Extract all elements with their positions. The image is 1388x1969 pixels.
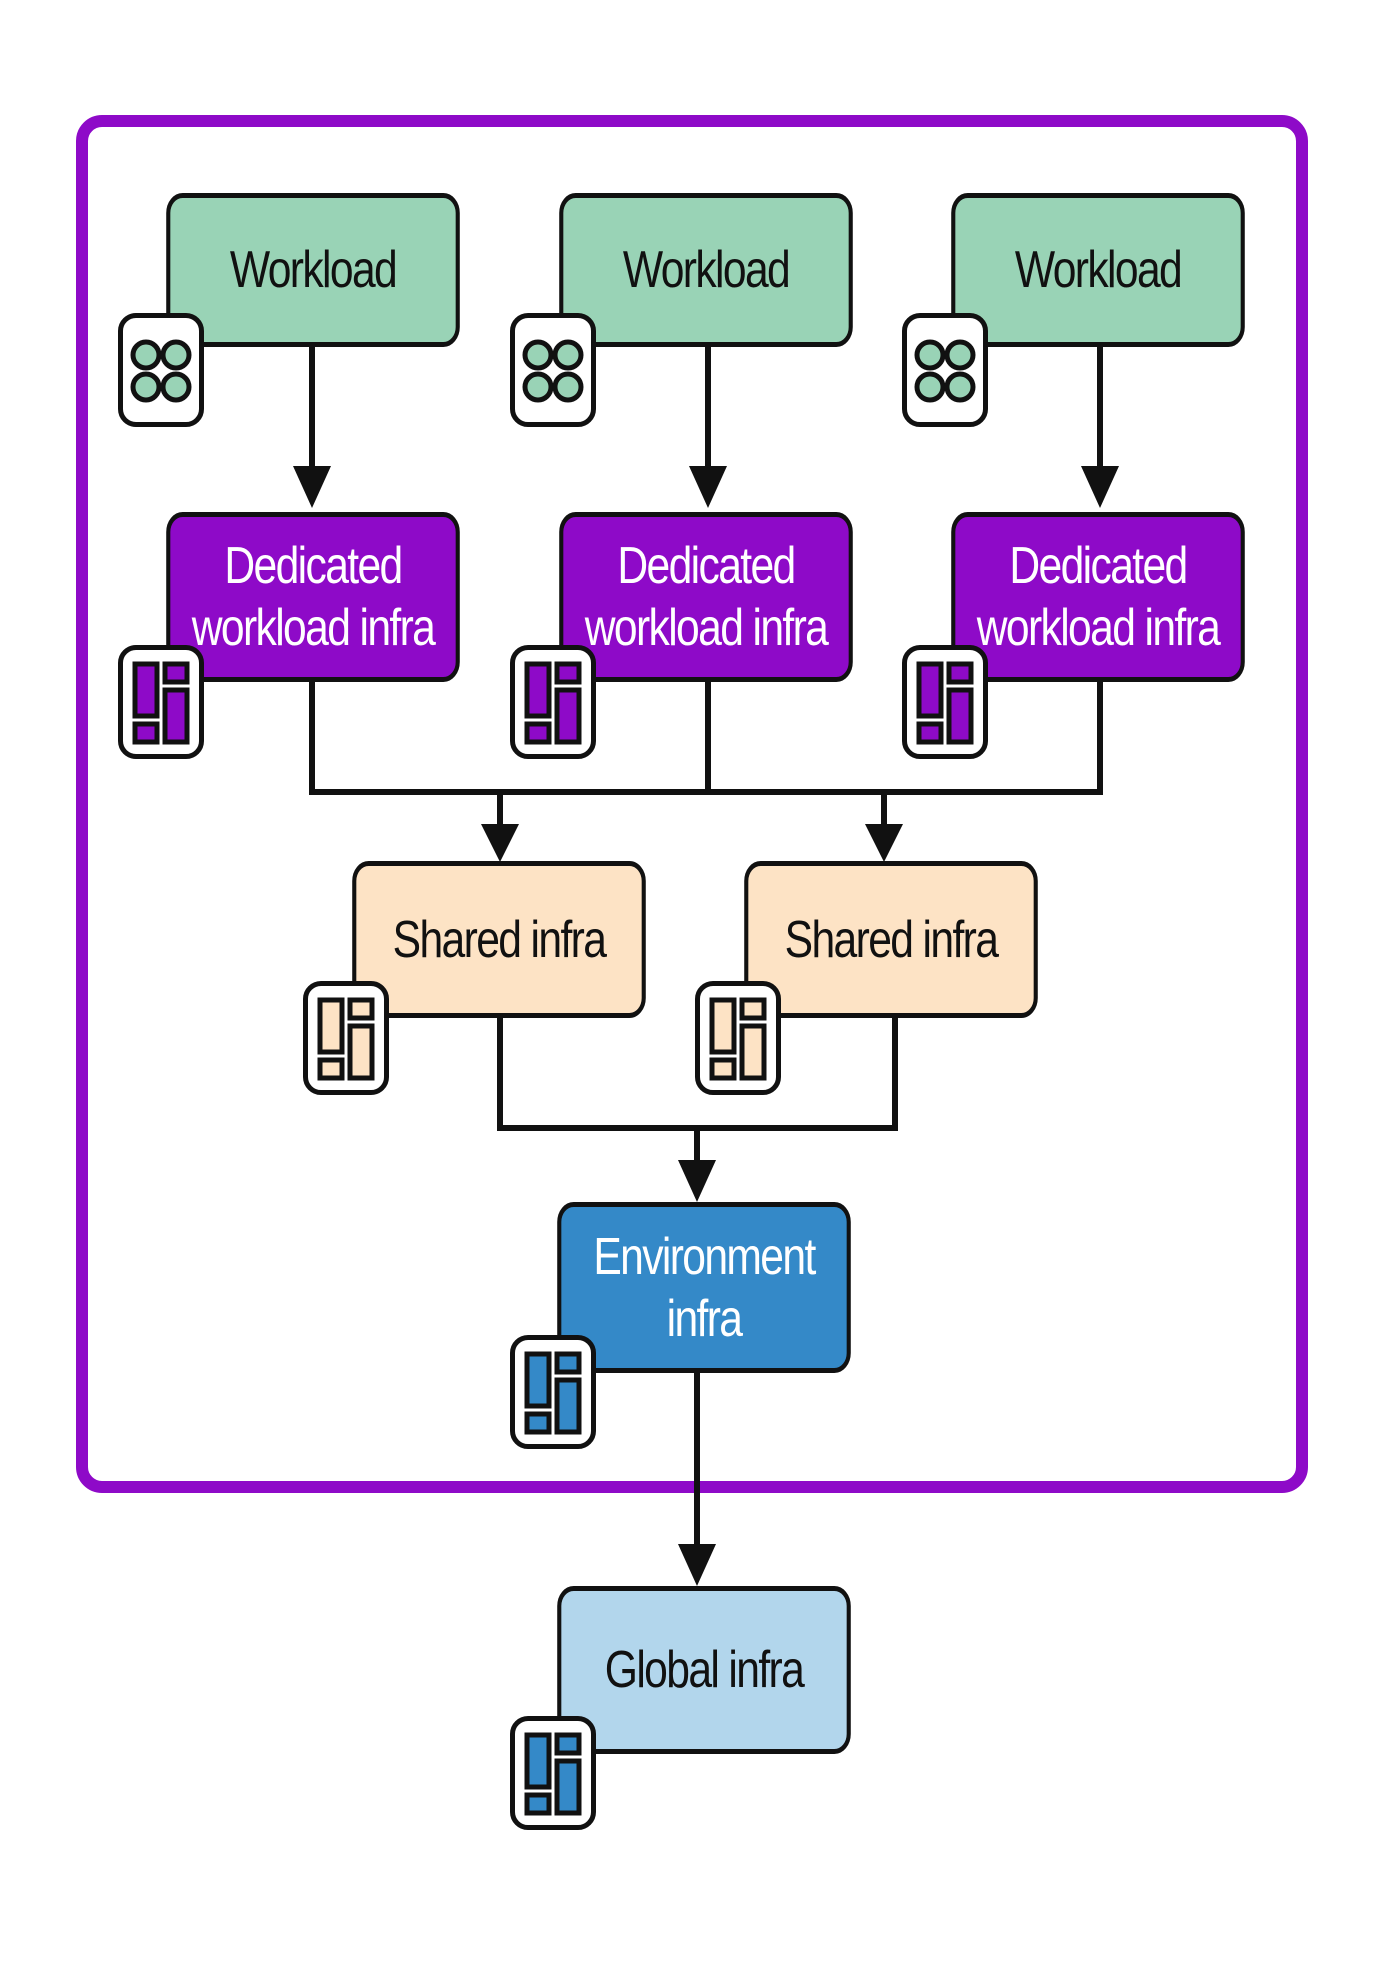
circles-grid-icon [118,313,204,427]
infrastructure-layout-icon [902,645,988,759]
environment-infra-node: Environment infra [557,1202,851,1373]
infrastructure-layout-icon [303,981,389,1095]
arrowhead-dedicated1 [293,466,331,508]
dedicated-label-line2: workload infra [976,599,1221,657]
dedicated-label-line2: workload infra [584,599,829,657]
infrastructure-layout-icon [510,1716,596,1830]
arrowhead-shared1 [481,824,519,862]
environment-boundary [76,115,1308,1493]
arrowhead-dedicated3 [1081,466,1119,508]
arrowhead-environment [678,1160,716,1202]
dedicated-infra-node-2: Dedicated workload infra [559,512,853,682]
dedicated-label-line1: Dedicated [1009,537,1188,595]
arrowhead-dedicated2 [689,466,727,508]
workload-node-2: Workload [559,193,853,347]
dedicated-infra-node-3: Dedicated workload infra [951,512,1245,682]
circles-grid-icon [510,313,596,427]
arrowhead-shared2 [865,824,903,862]
circles-grid-icon [902,313,988,427]
arrowhead-global [678,1544,716,1586]
shared-infra-node-2: Shared infra [744,861,1038,1018]
dedicated-infra-node-1: Dedicated workload infra [166,512,460,682]
workload-label: Workload [229,241,398,299]
infrastructure-layout-icon [510,645,596,759]
environment-label-line2: infra [666,1289,743,1348]
shared-label: Shared infra [784,910,999,969]
workload-label: Workload [622,241,791,299]
global-label: Global infra [604,1641,805,1699]
shared-infra-node-1: Shared infra [352,861,646,1018]
workload-node-1: Workload [166,193,460,347]
workload-node-3: Workload [951,193,1245,347]
global-infra-node: Global infra [557,1586,851,1754]
dedicated-label-line2: workload infra [191,599,436,657]
dedicated-label-line1: Dedicated [224,537,403,595]
arrowheads [293,466,1119,1586]
workload-label: Workload [1014,241,1183,299]
shared-label: Shared infra [392,910,607,969]
environment-label-line1: Environment [593,1227,816,1286]
connector-lines [309,345,1103,1548]
infrastructure-layout-icon [118,645,204,759]
infrastructure-layout-icon [695,981,781,1095]
infrastructure-layout-icon [510,1335,596,1449]
dedicated-label-line1: Dedicated [617,537,796,595]
